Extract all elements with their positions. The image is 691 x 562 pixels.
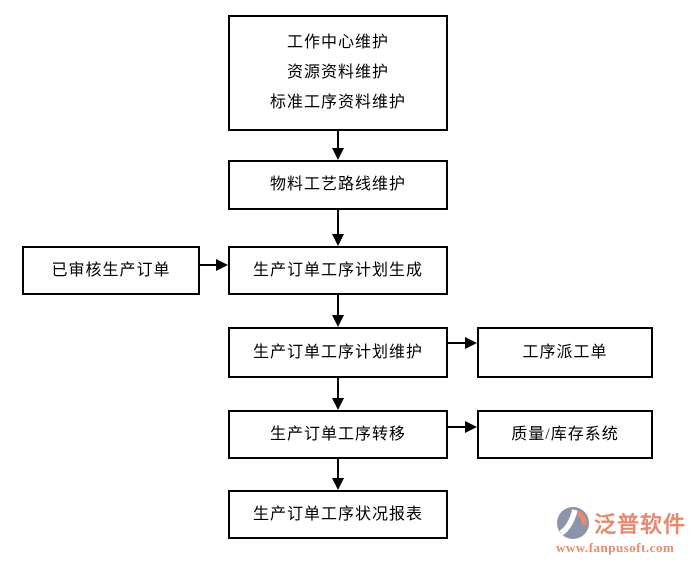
node-label: 质量/库存系统	[511, 425, 619, 443]
node-label-line: 标准工序资料维护	[269, 94, 406, 111]
arrow-maintain-to-transfer	[337, 378, 339, 399]
arrow-master-to-routing	[337, 131, 339, 149]
arrowhead-down-icon	[332, 398, 344, 410]
node-label: 物料工艺路线维护	[269, 176, 406, 193]
arrowhead-down-icon	[332, 478, 344, 490]
node-label: 生产订单工序计划维护	[252, 343, 423, 361]
arrowhead-right-icon	[465, 421, 477, 433]
arrow-transfer-to-quality	[448, 426, 466, 428]
node-label: 生产订单工序状况报表	[252, 505, 423, 523]
arrow-generate-to-maintain	[337, 295, 339, 316]
node-operation-plan-maintain: 生产订单工序计划维护	[228, 327, 448, 378]
node-label-line: 资源资料维护	[286, 64, 389, 81]
node-approved-production-order: 已审核生产订单	[22, 246, 200, 295]
node-label: 已审核生产订单	[51, 261, 171, 279]
arrowhead-right-icon	[465, 337, 477, 349]
arrow-maintain-to-dispatch	[448, 342, 466, 344]
arrowhead-down-icon	[332, 234, 344, 246]
node-operation-plan-generate: 生产订单工序计划生成	[228, 246, 448, 295]
node-label-line: 工作中心维护	[286, 34, 389, 51]
node-operation-status-report: 生产订单工序状况报表	[228, 490, 448, 539]
node-master-data-maintenance: 工作中心维护 资源资料维护 标准工序资料维护	[228, 15, 448, 131]
arrow-routing-to-generate	[337, 210, 339, 235]
node-label: 工序派工单	[522, 343, 608, 361]
brand-url: www.fanpusoft.com	[556, 540, 675, 555]
arrowhead-down-icon	[332, 148, 344, 160]
arrowhead-down-icon	[332, 315, 344, 327]
brand-name: 泛普软件	[594, 512, 687, 537]
fanpu-watermark: 泛普软件 www.fanpusoft.com	[556, 506, 688, 556]
node-operation-dispatch-ticket: 工序派工单	[477, 327, 653, 378]
fanpu-logo-icon	[556, 506, 590, 540]
node-material-routing-maintenance: 物料工艺路线维护	[228, 160, 448, 210]
arrow-transfer-to-report	[337, 459, 339, 479]
node-quality-inventory-system: 质量/库存系统	[477, 410, 653, 459]
arrowhead-right-icon	[216, 259, 228, 271]
node-label: 生产订单工序计划生成	[252, 261, 423, 279]
node-label: 生产订单工序转移	[269, 425, 406, 443]
node-operation-transfer: 生产订单工序转移	[228, 410, 448, 459]
arrow-approved-to-generate	[200, 264, 217, 266]
